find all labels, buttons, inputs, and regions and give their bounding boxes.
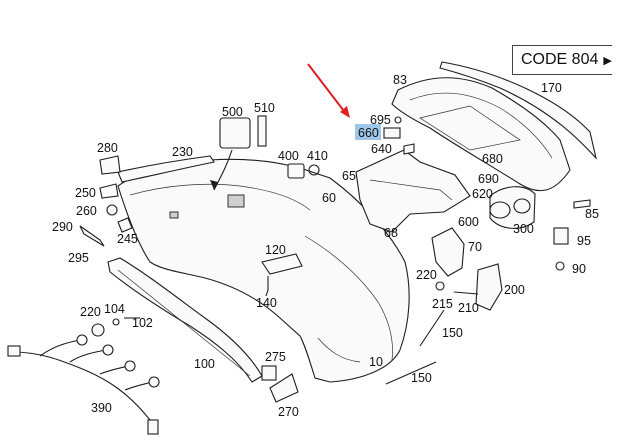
- label-150-lower: 150: [411, 371, 432, 385]
- upper-bumper-panel: [391, 77, 571, 192]
- label-280: 280: [97, 141, 118, 155]
- triangle-right-icon: ▶: [603, 54, 612, 67]
- part-highlight: [355, 124, 381, 140]
- clip-280: [99, 155, 121, 175]
- label-220-left: 220: [80, 305, 101, 319]
- label-70: 70: [468, 240, 482, 254]
- label-680: 680: [482, 152, 503, 166]
- diffuser-strip: [439, 61, 597, 160]
- label-600: 600: [458, 215, 479, 229]
- side-guide-right: [431, 227, 465, 277]
- label-65: 65: [342, 169, 356, 183]
- label-510: 510: [254, 101, 275, 115]
- label-150-upper: 150: [442, 326, 463, 340]
- screw-210: [453, 291, 479, 295]
- label-220-right: 220: [416, 268, 437, 282]
- reflector-plate: [219, 117, 251, 149]
- trim-strip-290: [79, 225, 105, 247]
- label-250: 250: [75, 186, 96, 200]
- label-695: 695: [370, 113, 391, 127]
- label-68: 68: [384, 226, 398, 240]
- bracket-right: [475, 263, 503, 311]
- label-295: 295: [68, 251, 89, 265]
- label-100: 100: [194, 357, 215, 371]
- label-690: 690: [478, 172, 499, 186]
- bracket-95: [553, 227, 569, 245]
- clip-640: [403, 143, 415, 155]
- label-390: 390: [91, 401, 112, 415]
- label-95: 95: [577, 234, 591, 248]
- label-90: 90: [572, 262, 586, 276]
- code-804-box: CODE 804 ▶: [512, 45, 612, 75]
- nut-260: [106, 204, 118, 216]
- trim-strip-150-upper: [419, 309, 445, 347]
- nut-220-left: [91, 323, 105, 337]
- label-260: 260: [76, 204, 97, 218]
- code-804-label: CODE 804: [521, 51, 599, 68]
- label-83: 83: [393, 73, 407, 87]
- label-140: 140: [256, 296, 277, 310]
- side-rail-left: [117, 155, 215, 183]
- label-660: 660: [358, 126, 379, 140]
- wiring-harness: [7, 334, 160, 435]
- clip-695: [394, 116, 402, 124]
- label-410: 410: [307, 149, 328, 163]
- label-640: 640: [371, 142, 392, 156]
- label-275: 275: [265, 350, 286, 364]
- cover-275: [261, 365, 277, 381]
- label-102: 102: [132, 316, 153, 330]
- label-210: 210: [458, 301, 479, 315]
- harness-bracket: [261, 253, 303, 275]
- label-300: 300: [513, 222, 534, 236]
- label-230: 230: [172, 145, 193, 159]
- label-120: 120: [265, 243, 286, 257]
- label-620: 620: [472, 187, 493, 201]
- label-245: 245: [117, 232, 138, 246]
- label-290: 290: [52, 220, 73, 234]
- label-215: 215: [432, 297, 453, 311]
- label-400: 400: [278, 149, 299, 163]
- label-104: 104: [104, 302, 125, 316]
- nut-90: [555, 261, 565, 271]
- trim-strip-150-lower: [385, 361, 437, 385]
- label-170: 170: [541, 81, 562, 95]
- label-85: 85: [585, 207, 599, 221]
- label-10: 10: [369, 355, 383, 369]
- center-bracket: [355, 149, 471, 233]
- screw-85: [573, 199, 591, 209]
- grommet-245: [117, 217, 133, 233]
- bracket-660: [383, 127, 401, 139]
- callout-arrow: [307, 63, 350, 118]
- label-200: 200: [504, 283, 525, 297]
- sensor-housing: [287, 163, 305, 179]
- label-270: 270: [278, 405, 299, 419]
- nut-220-right: [435, 281, 445, 291]
- clip-250: [99, 183, 119, 199]
- washer-104: [112, 318, 120, 326]
- label-500: 500: [222, 105, 243, 119]
- label-60: 60: [322, 191, 336, 205]
- cover-270: [269, 373, 299, 403]
- rear-bumper-cover: [117, 158, 410, 383]
